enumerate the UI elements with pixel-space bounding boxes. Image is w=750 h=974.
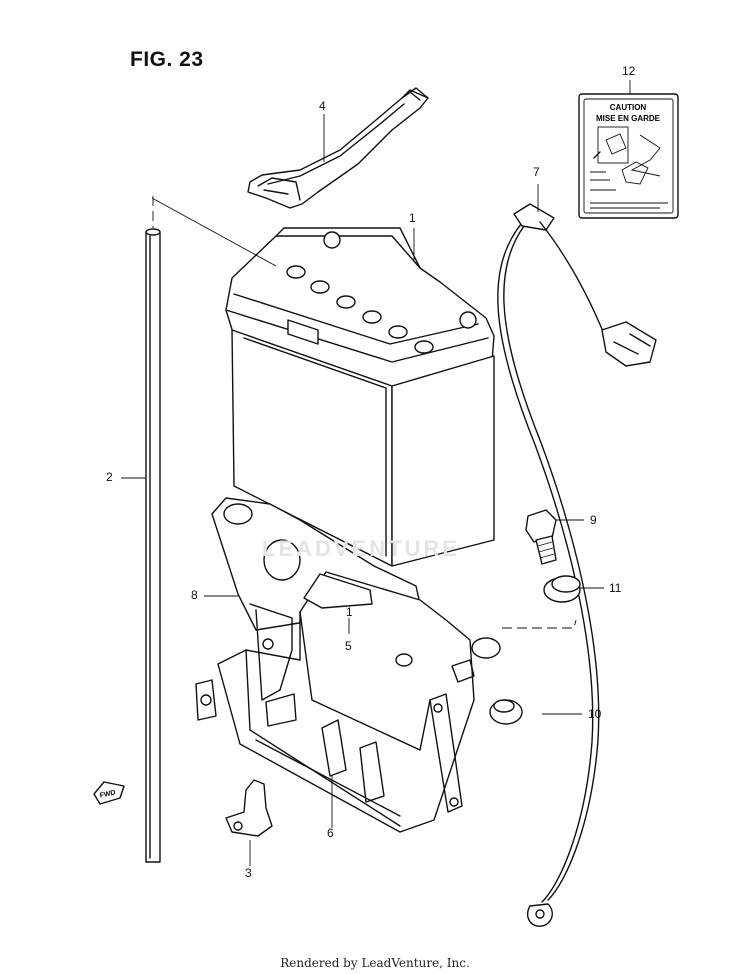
caution-line1: CAUTION bbox=[610, 103, 647, 112]
holder-band bbox=[249, 573, 373, 701]
callout-4: 4 bbox=[319, 99, 326, 113]
battery-tray bbox=[195, 571, 501, 833]
callout-2: 2 bbox=[106, 470, 113, 484]
battery bbox=[225, 227, 495, 567]
assembly-line-bolt bbox=[502, 619, 577, 629]
callout-5-sub: 1 bbox=[346, 605, 353, 619]
nut bbox=[489, 699, 523, 725]
callout-5: 5 bbox=[345, 639, 352, 653]
callout-12: 12 bbox=[622, 64, 636, 78]
callout-10: 10 bbox=[588, 707, 602, 721]
clamp bbox=[225, 779, 273, 837]
callout-6: 6 bbox=[327, 826, 334, 840]
footer-credit: Rendered by LeadVenture, Inc. bbox=[280, 956, 470, 970]
fwd-label: FWD bbox=[99, 789, 116, 799]
caution-label: CAUTION MISE EN GARDE bbox=[578, 93, 679, 219]
grommet bbox=[543, 575, 581, 603]
fwd-arrow: FWD bbox=[93, 781, 125, 805]
callout-7: 7 bbox=[533, 165, 540, 179]
callout-8: 8 bbox=[191, 588, 198, 602]
caution-line2: MISE EN GARDE bbox=[596, 114, 661, 123]
callout-11: 11 bbox=[609, 581, 622, 595]
watermark: LEADVENTURE bbox=[262, 536, 461, 561]
callout-1: 1 bbox=[409, 211, 416, 225]
battery-strap bbox=[247, 87, 429, 209]
vent-tube bbox=[145, 196, 161, 863]
ground-cable bbox=[497, 203, 657, 927]
callout-3: 3 bbox=[245, 866, 252, 880]
leader-battery-to-part2 bbox=[151, 197, 277, 267]
leader-lines bbox=[121, 80, 631, 866]
figure-title: FIG. 23 bbox=[130, 48, 204, 71]
callout-9: 9 bbox=[590, 513, 597, 527]
bolt bbox=[525, 509, 557, 565]
